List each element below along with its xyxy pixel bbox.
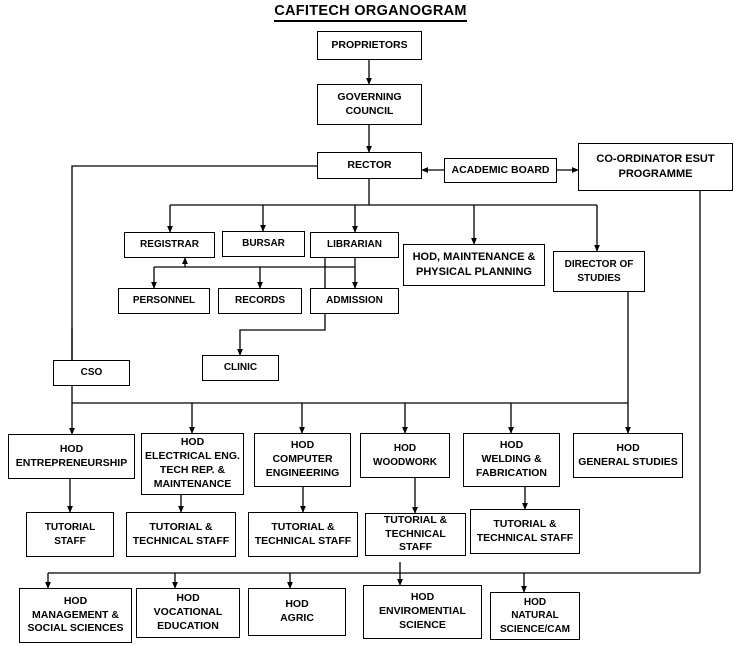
node-hod-natural[interactable]: HOD NATURAL SCIENCE/CAM	[490, 592, 580, 640]
node-hod-woodwork[interactable]: HOD WOODWORK	[360, 433, 450, 478]
node-records[interactable]: RECORDS	[218, 288, 302, 314]
node-governing-council[interactable]: GOVERNING COUNCIL	[317, 84, 422, 125]
node-tutorial-tech-3[interactable]: TUTORIAL & TECHNICAL STAFF	[365, 513, 466, 556]
connector-rector-left-branch	[71, 165, 317, 360]
node-hod-general[interactable]: HOD GENERAL STUDIES	[573, 433, 683, 478]
node-hod-agric[interactable]: HOD AGRIC	[248, 588, 346, 636]
node-coordinator-esut[interactable]: CO-ORDINATOR ESUT PROGRAMME	[578, 143, 733, 191]
node-academic-board[interactable]: ACADEMIC BOARD	[444, 158, 557, 183]
node-hod-vocational[interactable]: HOD VOCATIONAL EDUCATION	[136, 588, 240, 638]
node-director-studies[interactable]: DIRECTOR OF STUDIES	[553, 251, 645, 292]
node-registrar[interactable]: REGISTRAR	[124, 232, 215, 258]
node-hod-welding[interactable]: HOD WELDING & FABRICATION	[463, 433, 560, 487]
node-tutorial-tech-4[interactable]: TUTORIAL & TECHNICAL STAFF	[470, 509, 580, 554]
page-title: CAFITECH ORGANOGRAM	[0, 3, 741, 22]
node-hod-electrical[interactable]: HOD ELECTRICAL ENG. TECH REP. & MAINTENA…	[141, 433, 244, 495]
node-hod-entrepreneurship[interactable]: HOD ENTREPRENEURSHIP	[8, 434, 135, 479]
node-clinic[interactable]: CLINIC	[202, 355, 279, 381]
node-hod-maintenance[interactable]: HOD, MAINTENANCE & PHYSICAL PLANNING	[403, 244, 545, 286]
node-tutorial-tech-1[interactable]: TUTORIAL & TECHNICAL STAFF	[126, 512, 236, 557]
node-proprietors[interactable]: PROPRIETORS	[317, 31, 422, 60]
node-cso[interactable]: CSO	[53, 360, 130, 386]
node-hod-management[interactable]: HOD MANAGEMENT & SOCIAL SCIENCES	[19, 588, 132, 643]
node-rector[interactable]: RECTOR	[317, 152, 422, 179]
node-hod-environmental[interactable]: HOD ENVIROMENTIAL SCIENCE	[363, 585, 482, 639]
node-bursar[interactable]: BURSAR	[222, 231, 305, 257]
node-librarian[interactable]: LIBRARIAN	[310, 232, 399, 258]
page-title-text: CAFITECH ORGANOGRAM	[274, 3, 467, 22]
node-hod-computer[interactable]: HOD COMPUTER ENGINEERING	[254, 433, 351, 487]
node-admission[interactable]: ADMISSION	[310, 288, 399, 314]
node-tutorial-tech-2[interactable]: TUTORIAL & TECHNICAL STAFF	[248, 512, 358, 557]
node-personnel[interactable]: PERSONNEL	[118, 288, 210, 314]
node-tutorial-staff[interactable]: TUTORIAL STAFF	[26, 512, 114, 557]
